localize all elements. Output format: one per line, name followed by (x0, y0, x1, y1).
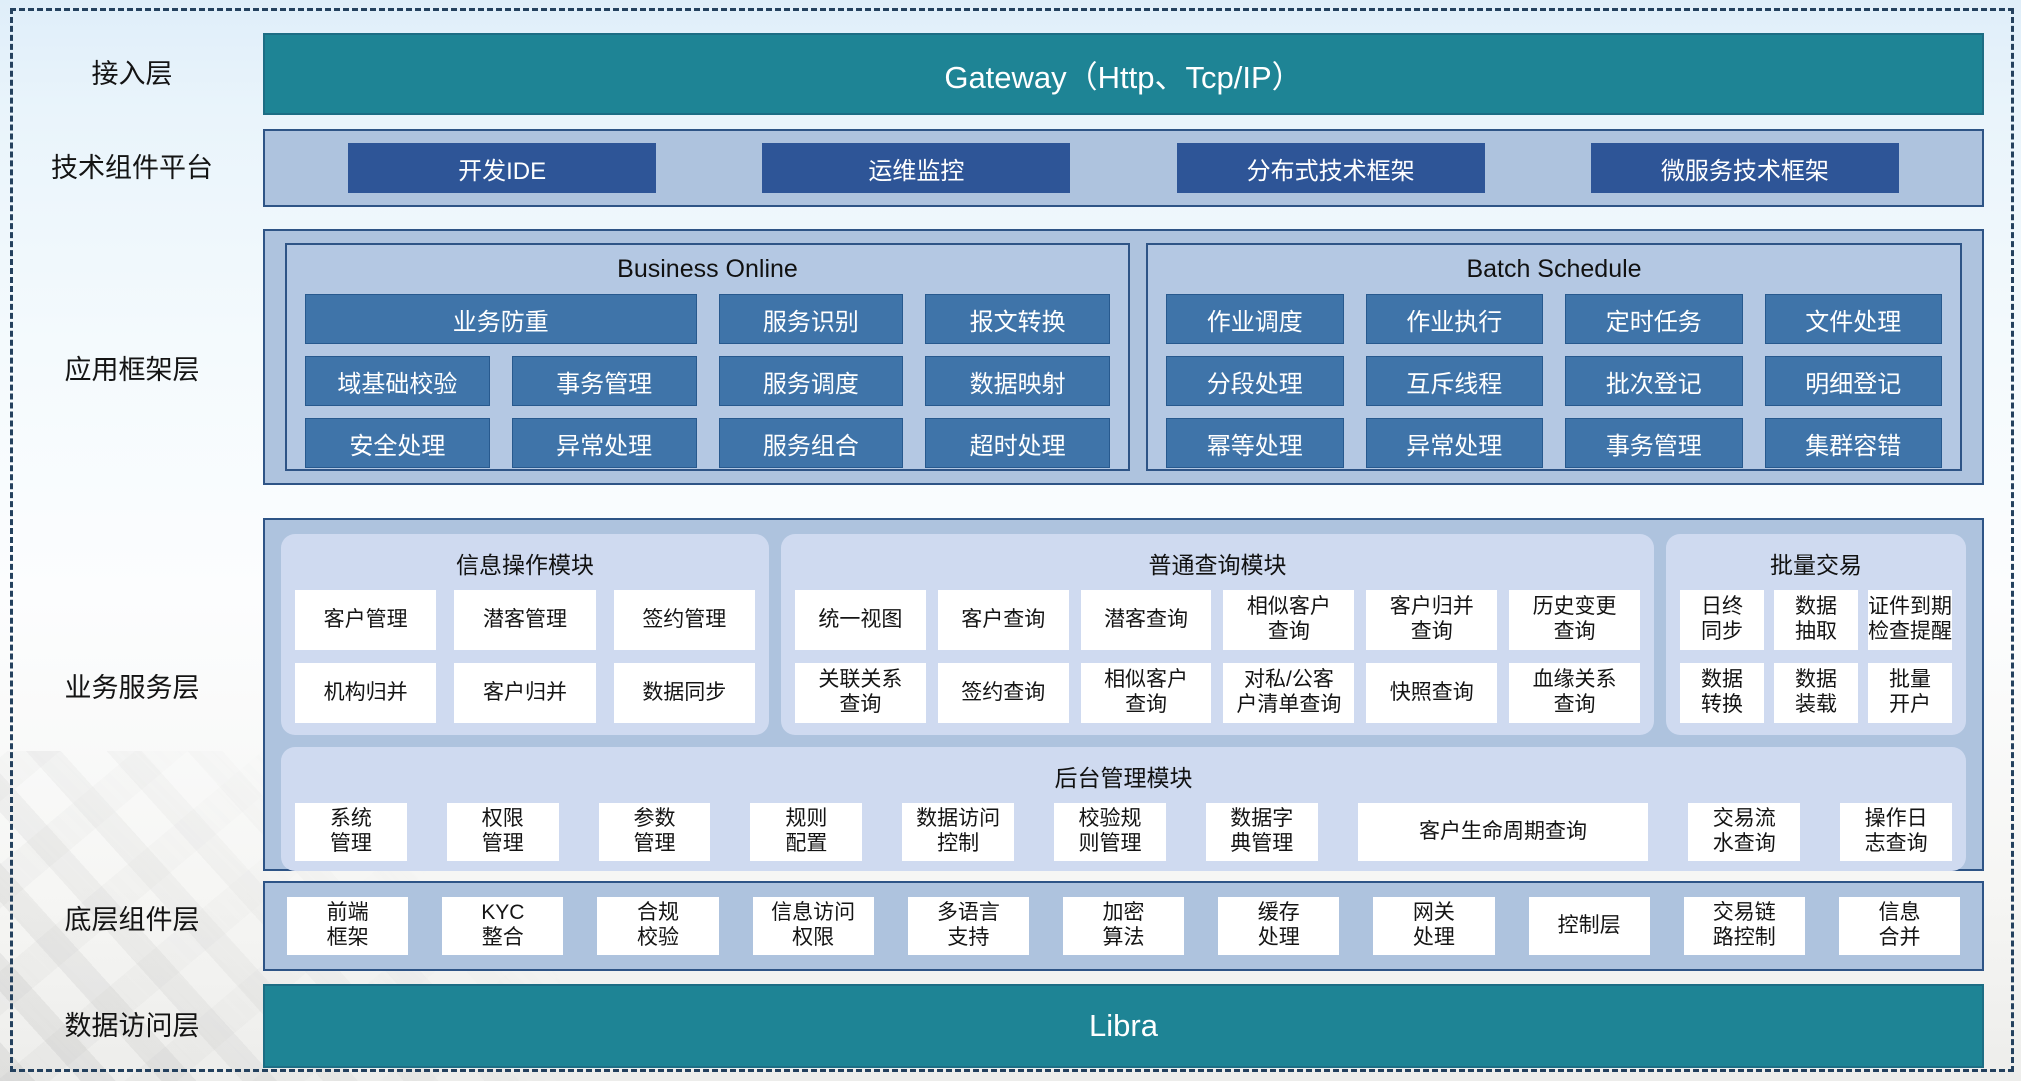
business-online-title: Business Online (617, 255, 798, 283)
service-box: 数据字 典管理 (1205, 803, 1318, 861)
service-box: 签约查询 (937, 663, 1069, 723)
bo-chip: 域基础校验 (305, 356, 490, 406)
bs-chip: 互斥线程 (1365, 356, 1543, 406)
component-box: 合规 校验 (597, 897, 719, 955)
layer-label-access: 接入层 (91, 59, 173, 89)
service-box: 数据同步 (613, 663, 755, 723)
tech-button: 运维监控 (762, 143, 1071, 193)
service-box: 潜客查询 (1080, 590, 1212, 650)
bo-chip: 报文转换 (925, 294, 1110, 344)
bs-chip: 幂等处理 (1166, 418, 1344, 468)
component-box: 网关 处理 (1373, 897, 1495, 955)
tech-button: 分布式技术框架 (1176, 143, 1485, 193)
bo-chip: 数据映射 (925, 356, 1110, 406)
service-box: 关联关系 查询 (795, 663, 926, 723)
service-box: 客户归并 (454, 663, 596, 723)
bs-chip: 作业执行 (1365, 294, 1543, 344)
component-box: 信息 合并 (1838, 897, 1961, 955)
bs-chip: 分段处理 (1166, 356, 1344, 406)
backoffice-admin-module: 后台管理模块 系统 管理 权限 管理 参数 管理 规则 配置 数据访问 控制 校… (281, 747, 1966, 871)
service-box: 血缘关系 查询 (1509, 663, 1640, 723)
bs-chip: 作业调度 (1166, 294, 1344, 344)
service-box: 统一视图 (795, 590, 926, 650)
layer-label-tech-platform: 技术组件平台 (51, 153, 213, 183)
batch-transaction-title: 批量交易 (1770, 552, 1862, 578)
component-box: KYC 整合 (442, 897, 564, 955)
service-box: 相似客户 查询 (1080, 663, 1212, 723)
base-components-panel: 前端 框架 KYC 整合 合规 校验 信息访问 权限 多语言 支持 加密 算法 … (263, 881, 1984, 971)
bo-chip: 异常处理 (511, 418, 697, 468)
layer-label-data-access: 数据访问层 (64, 1011, 200, 1041)
service-box: 数据 抽取 (1774, 590, 1858, 650)
bs-chip: 明细登记 (1764, 356, 1942, 406)
component-box: 前端 框架 (287, 897, 409, 955)
bs-chip: 定时任务 (1565, 294, 1743, 344)
service-box: 参数 管理 (598, 803, 711, 861)
service-box: 数据访问 控制 (902, 803, 1015, 861)
service-box: 对私/公客 户清单查询 (1223, 663, 1355, 723)
bo-chip: 服务识别 (718, 294, 904, 344)
batch-schedule-box: Batch Schedule 作业调度 作业执行 定时任务 文件处理 分段处理 … (1146, 243, 1962, 471)
libra-bar: Libra (263, 984, 1984, 1068)
service-box: 校验规 则管理 (1054, 803, 1166, 861)
info-operations-module: 信息操作模块 客户管理 潜客管理 签约管理 机构归并 客户归并 数据同步 (281, 534, 769, 735)
component-box: 多语言 支持 (907, 897, 1029, 955)
batch-schedule-title: Batch Schedule (1466, 255, 1642, 283)
service-box: 客户生命周期查询 (1357, 803, 1649, 861)
bo-chip: 服务调度 (718, 356, 904, 406)
service-box: 规则 配置 (750, 803, 863, 861)
info-operations-title: 信息操作模块 (456, 552, 594, 578)
service-box: 相似客户 查询 (1223, 590, 1355, 650)
component-box: 控制层 (1528, 897, 1650, 955)
bs-chip: 异常处理 (1365, 418, 1543, 468)
general-query-title: 普通查询模块 (1148, 552, 1287, 578)
service-box: 日终 同步 (1680, 590, 1764, 650)
app-framework-panel: Business Online 业务防重 服务识别 报文转换 域基础校验 事务管… (263, 229, 1984, 485)
service-box: 操作日 志查询 (1840, 803, 1953, 861)
service-box: 系统 管理 (295, 803, 407, 861)
service-box: 客户归并 查询 (1366, 590, 1498, 650)
component-box: 交易链 路控制 (1683, 897, 1805, 955)
component-box: 加密 算法 (1062, 897, 1185, 955)
business-online-box: Business Online 业务防重 服务识别 报文转换 域基础校验 事务管… (285, 243, 1130, 471)
service-box: 签约管理 (613, 590, 755, 650)
service-box: 交易流 水查询 (1688, 803, 1801, 861)
service-box: 数据 转换 (1680, 663, 1764, 723)
component-box: 信息访问 权限 (752, 897, 874, 955)
tech-button: 微服务技术框架 (1590, 143, 1899, 193)
layer-label-base-components: 底层组件层 (64, 905, 200, 935)
tech-button: 开发IDE (348, 143, 657, 193)
bo-chip: 事务管理 (511, 356, 697, 406)
bo-chip: 超时处理 (925, 418, 1110, 468)
bs-chip: 文件处理 (1764, 294, 1942, 344)
bo-chip: 业务防重 (305, 294, 697, 344)
service-box: 权限 管理 (446, 803, 559, 861)
tech-platform-panel: 开发IDE 运维监控 分布式技术框架 微服务技术框架 (263, 129, 1984, 207)
service-box: 机构归并 (295, 663, 437, 723)
service-box: 批量 开户 (1868, 663, 1952, 723)
service-box: 潜客管理 (454, 590, 596, 650)
layer-label-app-framework: 应用框架层 (64, 355, 200, 385)
bs-chip: 事务管理 (1565, 418, 1743, 468)
service-box: 客户管理 (295, 590, 437, 650)
batch-transaction-module: 批量交易 日终 同步 数据 抽取 证件到期 检查提醒 数据 转换 数据 装载 批… (1666, 534, 1966, 735)
business-service-panel: 信息操作模块 客户管理 潜客管理 签约管理 机构归并 客户归并 数据同步 普通查… (263, 518, 1984, 871)
gateway-bar: Gateway（Http、Tcp/IP） (263, 33, 1984, 115)
general-query-module: 普通查询模块 统一视图 客户查询 潜客查询 相似客户 查询 客户归并 查询 历史… (781, 534, 1654, 735)
bo-chip: 安全处理 (305, 418, 490, 468)
service-box: 客户查询 (937, 590, 1069, 650)
layer-label-business-service: 业务服务层 (64, 673, 200, 703)
bs-chip: 批次登记 (1565, 356, 1743, 406)
bo-chip: 服务组合 (718, 418, 904, 468)
service-box: 数据 装载 (1774, 663, 1858, 723)
bs-chip: 集群容错 (1764, 418, 1942, 468)
service-box: 快照查询 (1366, 663, 1498, 723)
backoffice-admin-title: 后台管理模块 (1054, 765, 1193, 791)
component-box: 缓存 处理 (1218, 897, 1340, 955)
service-box: 证件到期 检查提醒 (1868, 590, 1952, 650)
service-box: 历史变更 查询 (1509, 590, 1640, 650)
